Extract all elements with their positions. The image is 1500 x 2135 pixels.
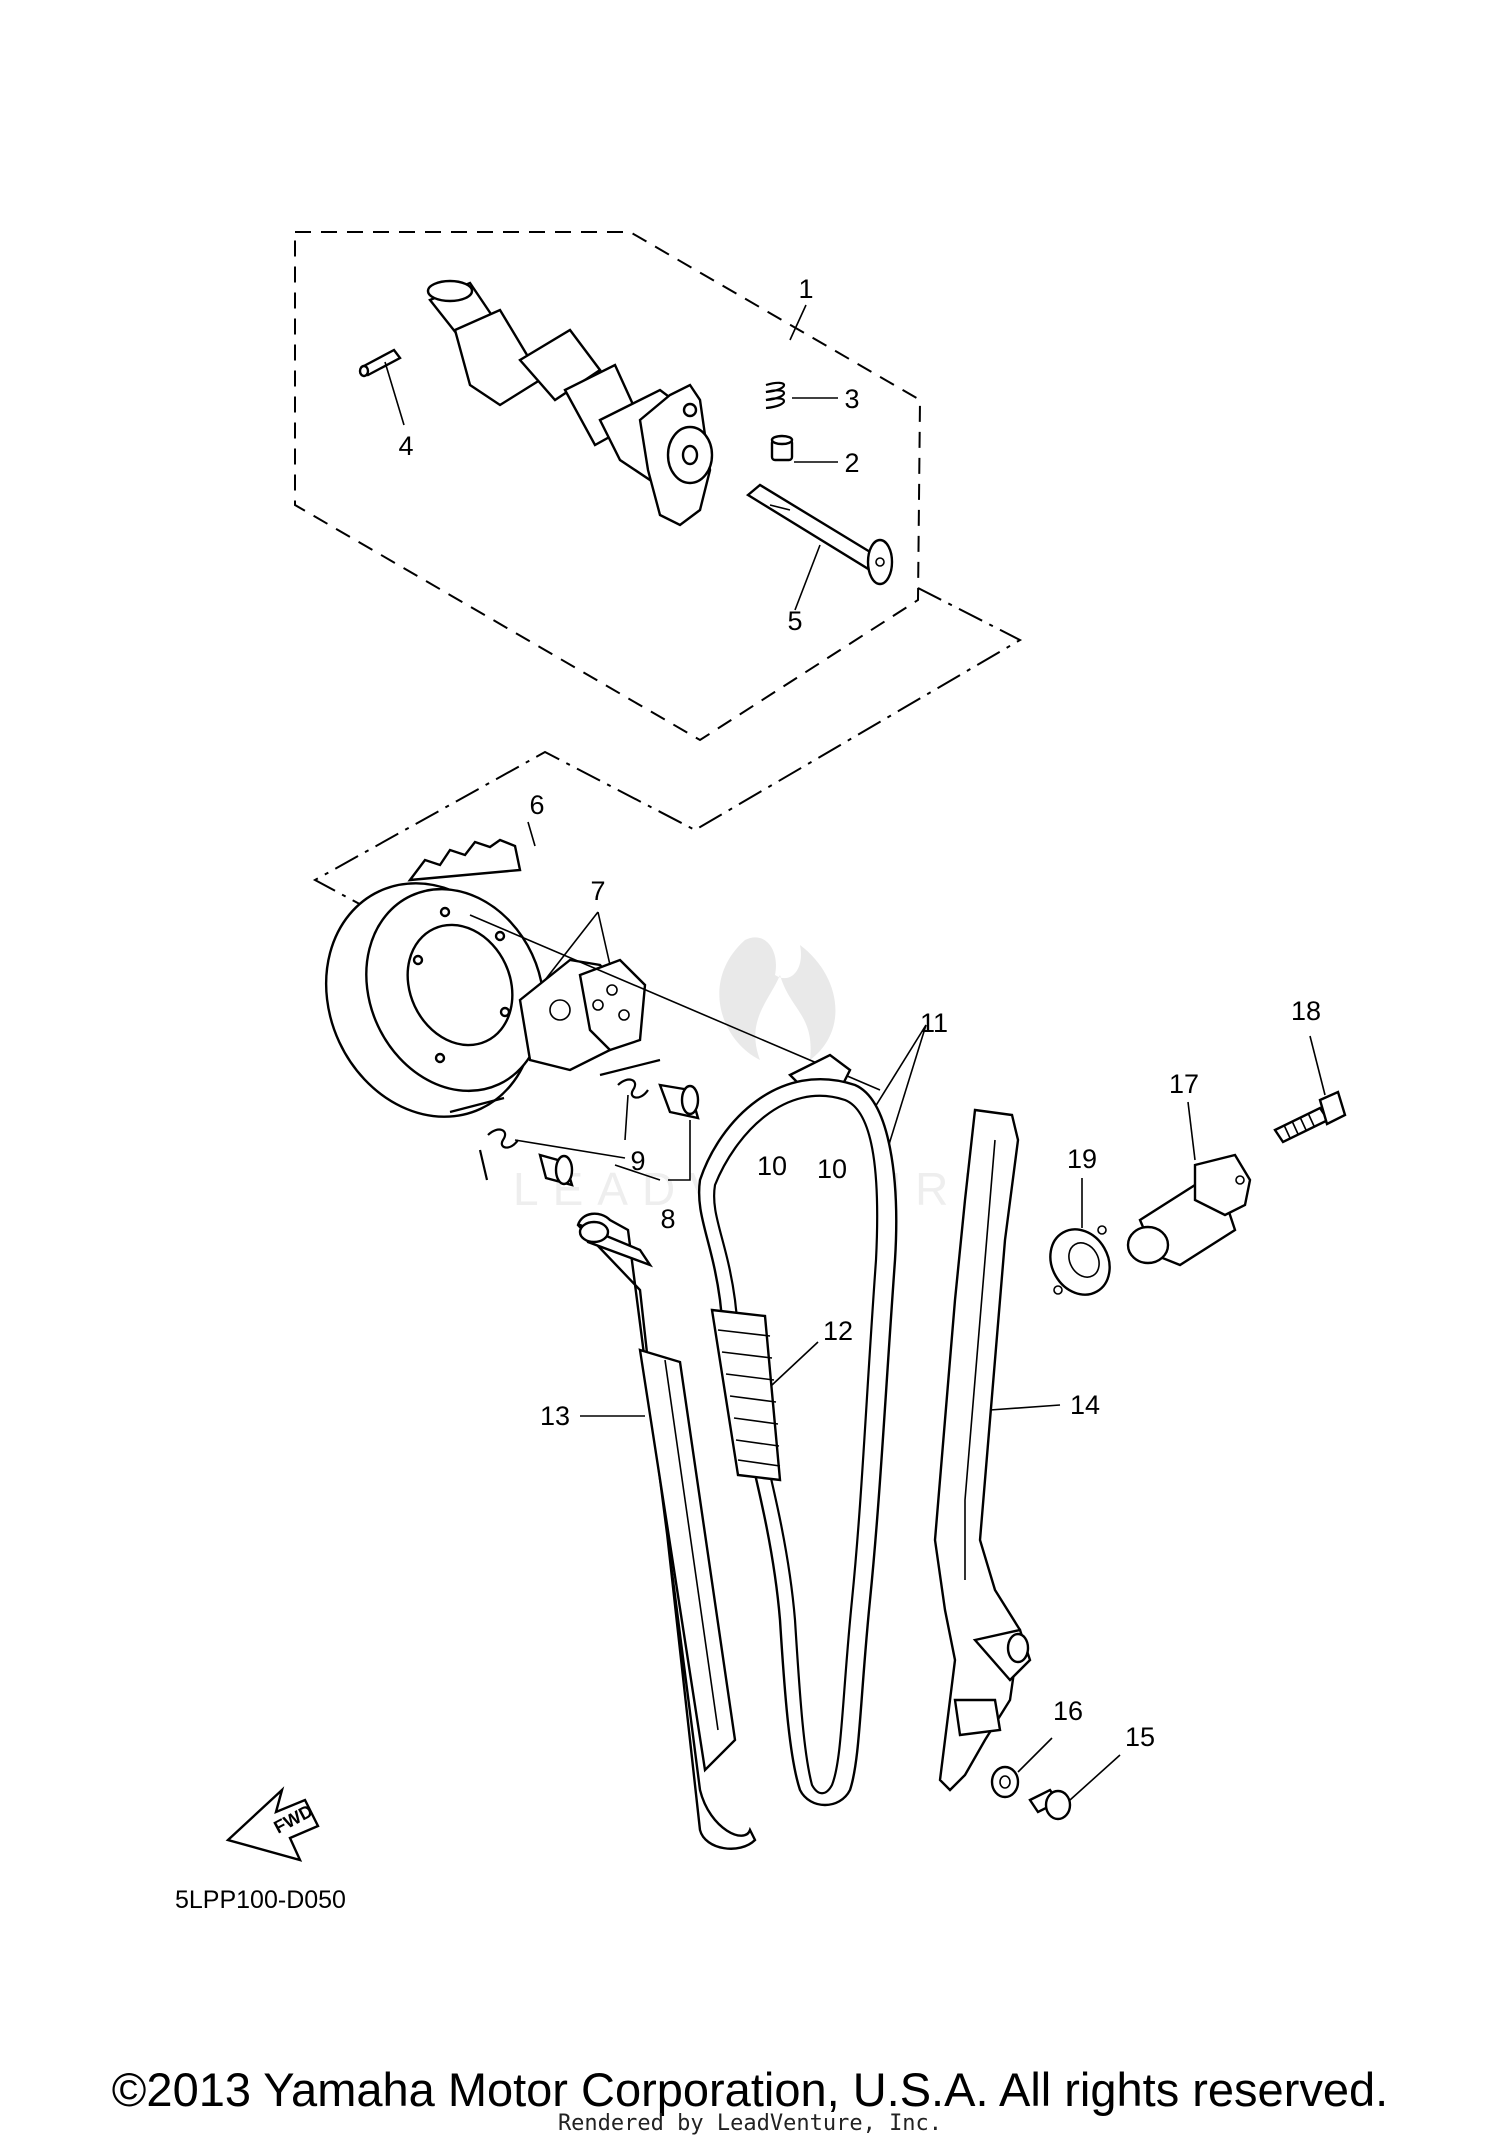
callout-15: 15: [1125, 1722, 1155, 1752]
dowel-pin-part: [358, 348, 402, 378]
callout-6: 6: [529, 790, 544, 820]
decompression-shaft-part: [745, 483, 894, 586]
chain-guide-intake-part: [933, 1108, 1032, 1792]
callout-11: 11: [920, 1008, 948, 1038]
chain-tensioner-part: [1126, 1153, 1252, 1267]
callout-2: 2: [844, 448, 859, 478]
assembly-leader-line: [312, 587, 1023, 916]
callout-8: 8: [660, 1204, 675, 1234]
decompressor-pin-part: [538, 1083, 700, 1187]
chain-guide-exhaust-part: [576, 1212, 757, 1850]
callout-12: 12: [823, 1316, 853, 1346]
callout-14: 14: [1070, 1390, 1100, 1420]
tensioner-bolt-part: [1273, 1090, 1347, 1144]
callout-9: 9: [630, 1146, 645, 1176]
callout-19: 19: [1067, 1144, 1097, 1174]
guide-pivot-bolt-part: [1028, 1788, 1072, 1821]
callout-18: 18: [1291, 996, 1321, 1026]
callout-4: 4: [398, 431, 413, 461]
callout-1: 1: [798, 274, 813, 304]
pin-part: [770, 434, 794, 462]
tensioner-gasket-part: [1049, 1225, 1111, 1296]
decompressor-weight-part: [518, 958, 647, 1072]
copyright-notice: ©2013 Yamaha Motor Corporation, U.S.A. A…: [112, 2063, 1388, 2116]
callout-3: 3: [844, 384, 859, 414]
washer-part: [990, 1765, 1020, 1799]
callout-13: 13: [540, 1401, 570, 1431]
decompressor-spring-part: [449, 1058, 661, 1181]
callout-10b: 10: [817, 1154, 847, 1184]
timing-chain-part: [697, 1078, 898, 1807]
callout-16: 16: [1053, 1696, 1083, 1726]
forward-arrow-icon: FWD: [225, 1786, 320, 1862]
rendered-by-credit: Rendered by LeadVenture, Inc.: [558, 2111, 942, 2135]
callout-17: 17: [1169, 1069, 1199, 1099]
drawing-code: 5LPP100-D050: [175, 1886, 346, 1914]
callout-5: 5: [787, 606, 802, 636]
spring-part: [765, 381, 786, 410]
callout-10a: 10: [757, 1151, 787, 1181]
camshaft-part: [426, 279, 714, 527]
camshaft-assembly-boundary: [294, 231, 922, 742]
callout-7: 7: [590, 876, 605, 906]
cam-sprocket-part: [324, 838, 545, 1118]
